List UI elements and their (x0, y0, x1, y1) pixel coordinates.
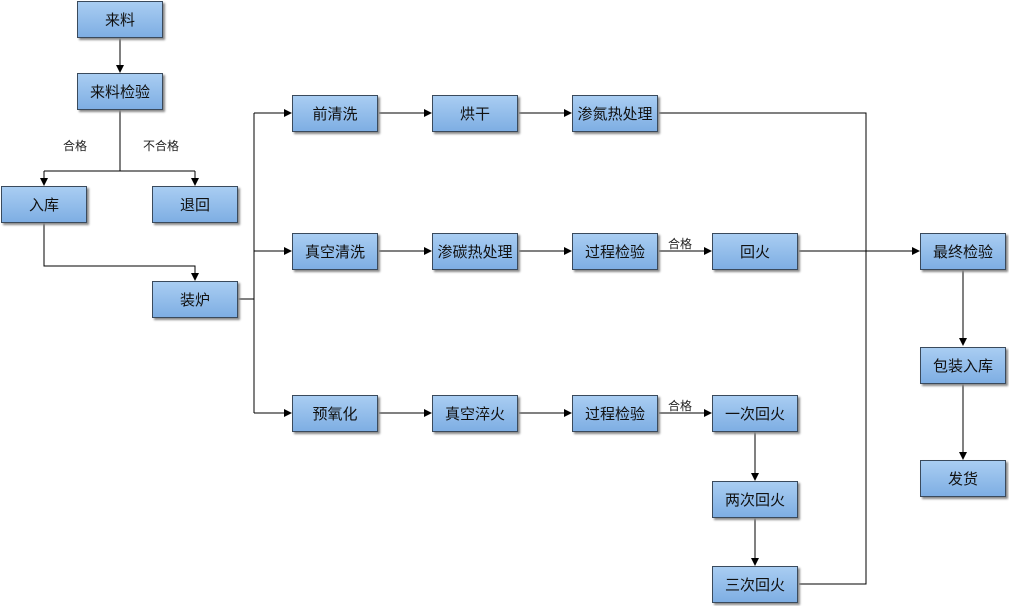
node-shipping[interactable]: 发货 (920, 460, 1006, 497)
node-label: 来料 (104, 11, 135, 29)
node-label: 回火 (739, 243, 770, 261)
node-tempering[interactable]: 回火 (712, 233, 798, 270)
node-label: 发货 (947, 470, 978, 488)
node-label: 过程检验 (584, 243, 645, 261)
node-vacuum-quenching[interactable]: 真空淬火 (432, 395, 518, 432)
node-incoming[interactable]: 来料 (77, 1, 163, 38)
node-incoming-inspection[interactable]: 来料检验 (77, 73, 163, 110)
node-first-tempering[interactable]: 一次回火 (712, 395, 798, 432)
node-label: 退回 (179, 196, 210, 214)
edge-label-pass: 合格 (668, 399, 693, 413)
node-label: 最终检验 (932, 243, 993, 261)
node-carburizing[interactable]: 渗碳热处理 (432, 233, 518, 270)
node-storage[interactable]: 入库 (1, 186, 87, 223)
node-label: 三次回火 (724, 576, 785, 594)
node-label: 前清洗 (312, 105, 358, 123)
node-second-tempering[interactable]: 两次回火 (712, 481, 798, 518)
node-label: 包装入库 (932, 357, 993, 375)
node-pre-oxidation[interactable]: 预氧化 (292, 395, 378, 432)
node-process-inspection-1[interactable]: 过程检验 (572, 233, 658, 270)
node-pre-cleaning[interactable]: 前清洗 (292, 95, 378, 132)
node-final-inspection[interactable]: 最终检验 (920, 233, 1006, 270)
node-label: 真空清洗 (304, 243, 365, 261)
node-label: 预氧化 (312, 405, 358, 423)
node-third-tempering[interactable]: 三次回火 (712, 566, 798, 603)
node-return[interactable]: 退回 (152, 186, 238, 223)
node-drying[interactable]: 烘干 (432, 95, 518, 132)
node-nitriding[interactable]: 渗氮热处理 (572, 95, 658, 132)
node-label: 烘干 (459, 105, 490, 123)
node-packing-storage[interactable]: 包装入库 (920, 347, 1006, 384)
edge-loading-bus (238, 113, 255, 413)
edge-nitriding-final (659, 112, 867, 585)
node-label: 渗氮热处理 (577, 105, 653, 123)
node-vacuum-cleaning[interactable]: 真空清洗 (292, 233, 378, 270)
node-label: 入库 (28, 196, 59, 214)
edge-label-pass: 合格 (668, 237, 693, 251)
node-label: 渗碳热处理 (437, 243, 513, 261)
edge-label-pass: 合格 (63, 139, 88, 153)
edge-label-fail: 不合格 (143, 139, 180, 153)
node-process-inspection-2[interactable]: 过程检验 (572, 395, 658, 432)
node-loading[interactable]: 装炉 (152, 281, 238, 318)
node-label: 装炉 (179, 291, 210, 309)
node-label: 两次回火 (724, 491, 785, 509)
node-label: 真空淬火 (444, 405, 505, 423)
node-label: 一次回火 (724, 405, 785, 423)
edge-inspection-split (44, 110, 195, 172)
node-label: 过程检验 (584, 405, 645, 423)
edge-storage-loading (43, 223, 199, 281)
node-label: 来料检验 (89, 83, 150, 101)
